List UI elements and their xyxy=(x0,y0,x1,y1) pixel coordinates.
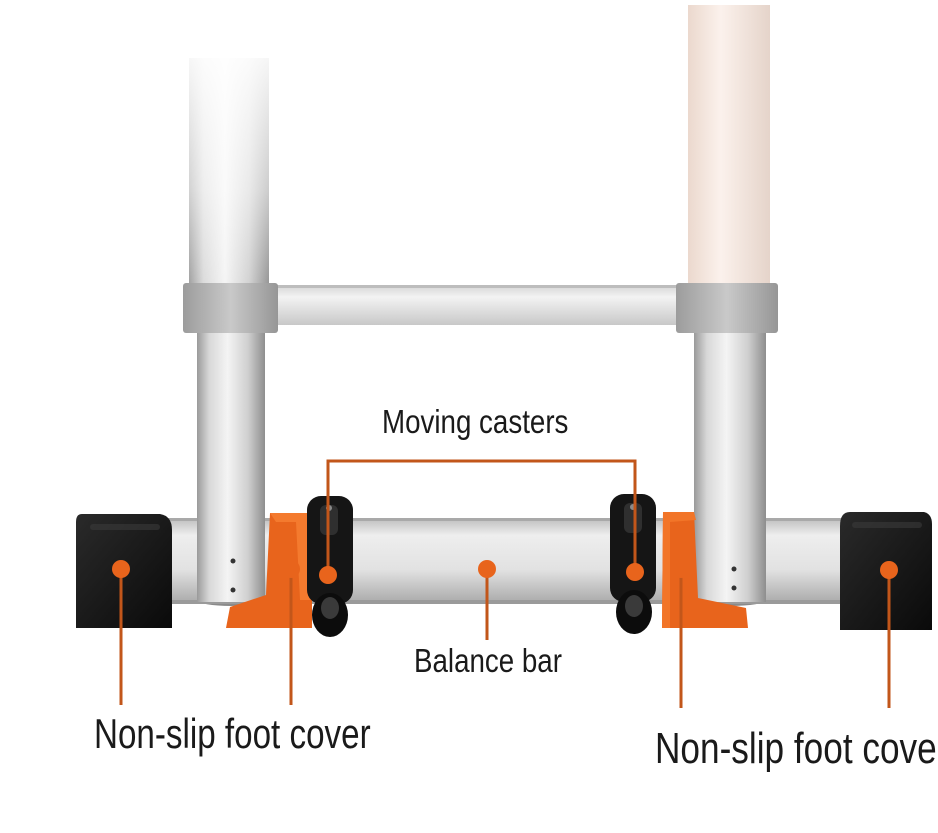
moving-casters-label: Moving casters xyxy=(382,403,569,440)
foot-right-marker-icon xyxy=(880,561,898,579)
balance-bar-label: Balance bar xyxy=(414,642,562,679)
bracket-right-marker-icon xyxy=(672,560,690,578)
casters-callout-line xyxy=(326,459,637,575)
foot-cover-right-label: Non-slip foot cover xyxy=(655,724,938,773)
foot-left-marker-icon xyxy=(112,560,130,578)
right-orange-bracket xyxy=(662,512,748,628)
foot-cover-left-label: Non-slip foot cover xyxy=(94,710,371,757)
caster-right-marker-icon xyxy=(626,563,644,581)
callout-markers xyxy=(112,560,898,584)
rung xyxy=(268,285,682,325)
right-collar xyxy=(676,283,778,333)
balance-bar-marker-icon xyxy=(478,560,496,578)
left-caster xyxy=(307,496,353,637)
bracket-left-marker-icon xyxy=(282,560,300,578)
left-collar xyxy=(183,283,278,333)
caster-left-marker-icon xyxy=(319,566,337,584)
right-caster xyxy=(610,494,656,634)
callout-lines xyxy=(119,459,891,708)
